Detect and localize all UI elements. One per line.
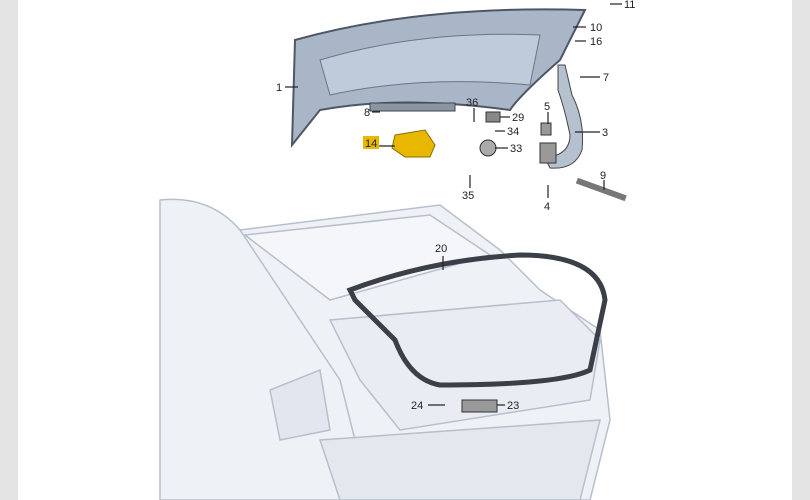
label-8: 8 bbox=[364, 107, 370, 119]
label-5: 5 bbox=[544, 101, 550, 113]
label-33: 33 bbox=[510, 143, 522, 155]
leader-lines bbox=[285, 3, 622, 406]
lock-14 bbox=[391, 129, 436, 158]
part-labels: 1 3 4 5 7 8 9 10 11 14 16 20 23 24 29 33… bbox=[276, 0, 635, 412]
label-11: 11 bbox=[624, 0, 635, 11]
label-3: 3 bbox=[602, 127, 608, 139]
label-29: 29 bbox=[512, 112, 524, 124]
hinge-3 bbox=[544, 64, 583, 169]
label-14-highlight bbox=[363, 136, 379, 149]
car-body bbox=[159, 198, 611, 500]
label-1: 1 bbox=[276, 82, 282, 94]
label-7: 7 bbox=[603, 72, 609, 84]
label-23: 23 bbox=[507, 400, 519, 412]
label-20: 20 bbox=[435, 243, 447, 255]
label-4: 4 bbox=[544, 201, 550, 213]
label-34: 34 bbox=[507, 126, 519, 138]
label-9: 9 bbox=[600, 170, 606, 182]
seal-20 bbox=[346, 252, 608, 388]
parts-diagram: 1 3 4 5 7 8 9 10 11 14 16 20 23 24 29 33… bbox=[18, 0, 792, 500]
diagram-svg: 1 3 4 5 7 8 9 10 11 14 16 20 23 24 29 33… bbox=[159, 0, 635, 500]
label-35: 35 bbox=[462, 190, 474, 202]
label-16: 16 bbox=[590, 36, 602, 48]
label-10: 10 bbox=[590, 22, 602, 34]
label-36: 36 bbox=[466, 97, 478, 109]
gas-strut-9 bbox=[575, 177, 627, 202]
label-24: 24 bbox=[411, 400, 423, 412]
label-14: 14 bbox=[365, 138, 377, 150]
